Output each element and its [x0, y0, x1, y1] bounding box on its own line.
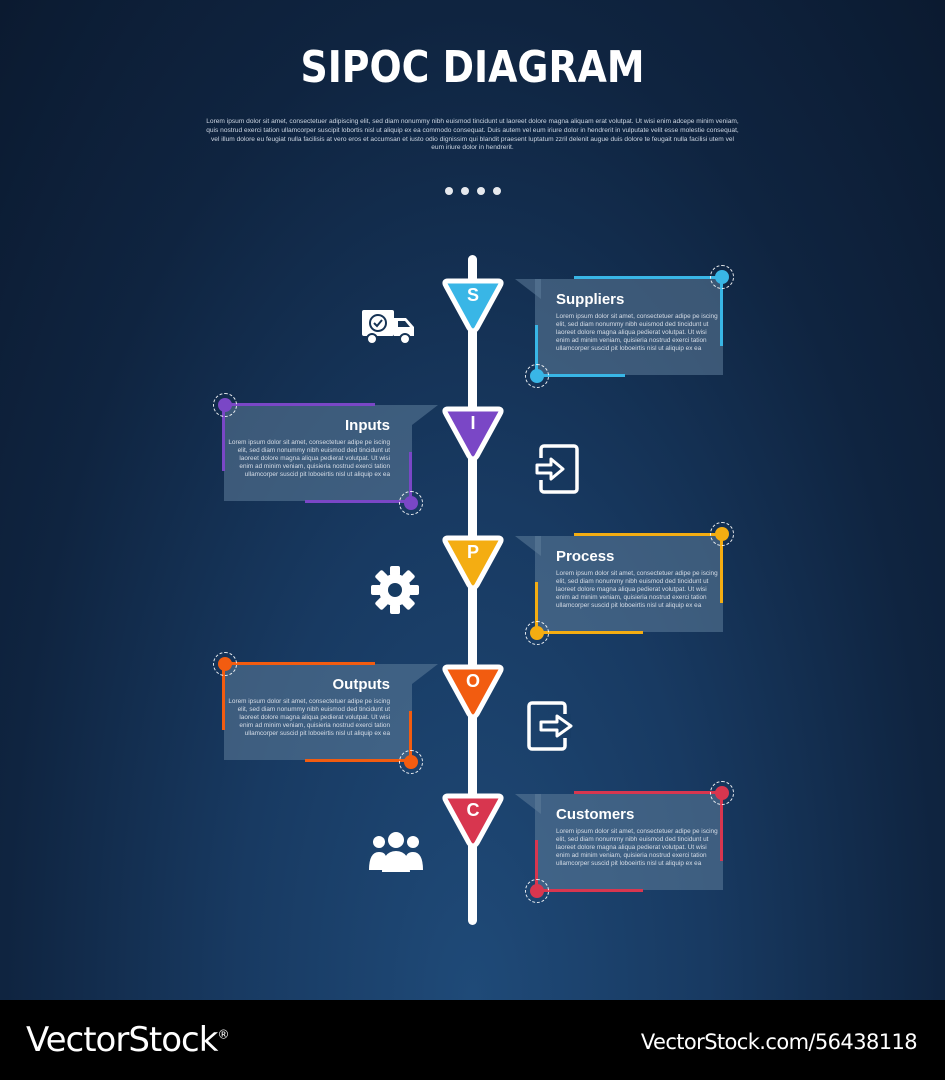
step-marker-s: S [440, 275, 506, 337]
step-card-inputs: Inputs Lorem ipsum dolor sit amet, conse… [224, 405, 412, 501]
connector-dot [213, 652, 237, 676]
image-id-label: VectorStock.com/56438118 [640, 1030, 918, 1054]
step-marker-p: P [440, 532, 506, 594]
step-description: Lorem ipsum dolor sit amet, consectetuer… [556, 570, 718, 609]
step-card-process: Process Lorem ipsum dolor sit amet, cons… [535, 536, 723, 632]
intro-paragraph: Lorem ipsum dolor sit amet, consectetuer… [206, 118, 739, 152]
step-marker-o: O [440, 661, 506, 723]
step-heading: Customers [556, 806, 635, 823]
connector-dot [399, 491, 423, 515]
connector-dot [710, 781, 734, 805]
connector-dot [710, 265, 734, 289]
connector-dot [710, 522, 734, 546]
pagination-dots [0, 182, 945, 200]
sign-in-icon [535, 444, 579, 494]
diagram-canvas: SIPOC DIAGRAM Lorem ipsum dolor sit amet… [0, 0, 945, 1000]
step-card-customers: Customers Lorem ipsum dolor sit amet, co… [535, 794, 723, 890]
step-heading: Outputs [332, 676, 391, 693]
step-description: Lorem ipsum dolor sit amet, consectetuer… [228, 439, 390, 478]
step-marker-i: I [440, 403, 506, 465]
connector-dot [213, 393, 237, 417]
step-card-suppliers: Suppliers Lorem ipsum dolor sit amet, co… [535, 279, 723, 375]
step-description: Lorem ipsum dolor sit amet, consectetuer… [228, 698, 390, 737]
vectorstock-logo: VectorStock® [26, 1020, 229, 1060]
step-heading: Process [556, 548, 615, 565]
connector-dot [399, 750, 423, 774]
step-description: Lorem ipsum dolor sit amet, consectetuer… [556, 313, 718, 352]
step-heading: Suppliers [556, 291, 625, 308]
connector-dot [525, 621, 549, 645]
people-group-icon [369, 832, 423, 872]
gear-icon [371, 566, 419, 614]
footer-bar: VectorStock® VectorStock.com/56438118 [0, 1000, 945, 1080]
page-title: SIPOC DIAGRAM [300, 42, 645, 93]
step-card-outputs: Outputs Lorem ipsum dolor sit amet, cons… [224, 664, 412, 760]
step-heading: Inputs [345, 417, 390, 434]
step-description: Lorem ipsum dolor sit amet, consectetuer… [556, 828, 718, 867]
connector-dot [525, 879, 549, 903]
connector-dot [525, 364, 549, 388]
step-marker-c: C [440, 790, 506, 852]
sign-out-icon [527, 701, 573, 751]
delivery-truck-icon [362, 310, 414, 345]
